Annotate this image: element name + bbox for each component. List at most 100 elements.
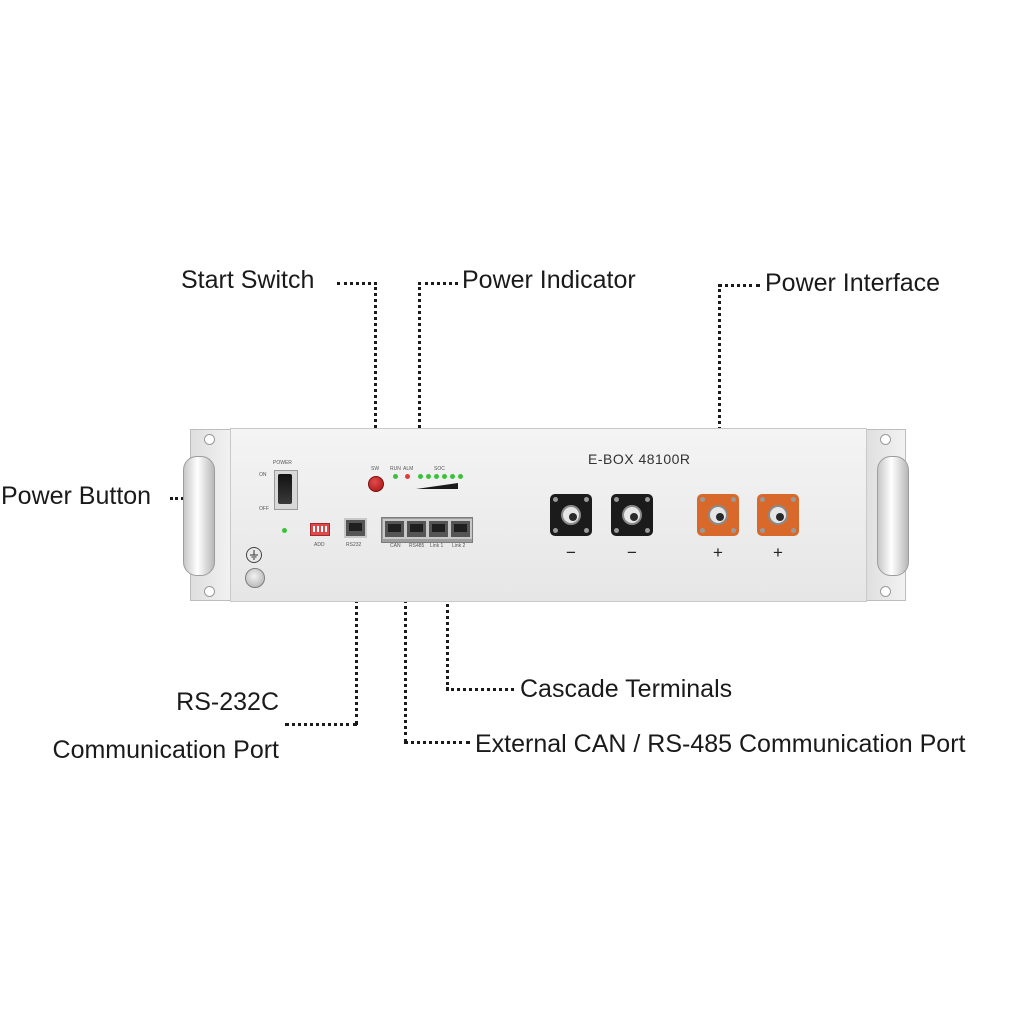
- terminal-socket: [768, 505, 788, 525]
- rs232-port-label: RS232: [346, 542, 362, 548]
- terminal-screw: [645, 497, 650, 502]
- rs232-port-socket: [349, 523, 362, 531]
- soc-ramp-graphic: [416, 483, 458, 489]
- negative-terminal-1[interactable]: [550, 494, 592, 536]
- start-switch-leader-h: [337, 282, 377, 285]
- run-label: RUN: [390, 466, 401, 472]
- can-port-label: CAN: [390, 543, 401, 549]
- rs232-label: RS-232C Communication Port: [27, 687, 279, 765]
- terminal-screw: [760, 528, 765, 533]
- terminal-screw: [791, 497, 796, 502]
- left-handle[interactable]: [183, 456, 215, 576]
- cascade-terminals-label: Cascade Terminals: [520, 675, 733, 703]
- dip-bar-3: [321, 526, 323, 532]
- add-label: ADD: [314, 542, 325, 548]
- polarity-mark-3: +: [713, 543, 723, 562]
- soc-led-1: [418, 474, 423, 479]
- power-interface-label: Power Interface: [765, 269, 941, 297]
- dip-bar-2: [317, 526, 319, 532]
- rs485-port[interactable]: [405, 519, 428, 539]
- run-led: [393, 474, 398, 479]
- power-interface-leader-v: [718, 284, 721, 484]
- link1-port-socket: [432, 524, 445, 532]
- soc-led-5: [450, 474, 455, 479]
- dip-bar-4: [325, 526, 327, 532]
- link2-port-label: Link 2: [452, 543, 466, 549]
- ground-bolt: [245, 568, 265, 588]
- rs232-label-line1: RS-232C: [176, 688, 279, 716]
- positive-terminal-1[interactable]: [697, 494, 739, 536]
- address-dip-switch[interactable]: [310, 523, 330, 536]
- power-indicator-leader-h: [418, 282, 458, 285]
- rs485-port-socket: [410, 524, 423, 532]
- power-button[interactable]: [278, 474, 292, 504]
- soc-led-3: [434, 474, 439, 479]
- cascade-leader-v: [446, 545, 449, 690]
- alm-label: ALM: [403, 466, 414, 472]
- terminal-screw: [700, 528, 705, 533]
- start-switch-leader-v: [374, 282, 377, 470]
- rs232-port[interactable]: [344, 518, 367, 538]
- cascade-leader-h: [446, 688, 514, 691]
- soc-led-2: [426, 474, 431, 479]
- off-label: OFF: [259, 506, 269, 512]
- power-indicator-label: Power Indicator: [462, 266, 636, 294]
- power-indicator-leader-v: [418, 282, 421, 470]
- sw-label: SW: [371, 466, 380, 472]
- left-ear-hole-bottom: [204, 586, 215, 597]
- external-leader-h: [404, 741, 470, 744]
- negative-terminal-2[interactable]: [611, 494, 653, 536]
- soc-led-4: [442, 474, 447, 479]
- terminal-screw: [791, 528, 796, 533]
- right-handle[interactable]: [877, 456, 909, 576]
- terminal-screw: [584, 528, 589, 533]
- rs232-label-line2: Communication Port: [52, 736, 279, 764]
- terminal-pin: [569, 513, 577, 521]
- link2-port-socket: [454, 524, 467, 532]
- terminal-screw: [614, 528, 619, 533]
- start-switch-label: Start Switch: [181, 266, 315, 294]
- terminal-screw: [700, 497, 705, 502]
- link1-port[interactable]: [427, 519, 450, 539]
- terminal-screw: [760, 497, 765, 502]
- terminal-screw: [731, 528, 736, 533]
- terminal-socket: [561, 505, 581, 525]
- rs485-port-label: RS485: [409, 543, 425, 549]
- can-port-socket: [388, 524, 401, 532]
- dip-bar-1: [313, 526, 315, 532]
- positive-terminal-2[interactable]: [757, 494, 799, 536]
- terminal-screw: [731, 497, 736, 502]
- external-port-label: External CAN / RS-485 Communication Port: [475, 730, 966, 758]
- power-button-label: Power Button: [1, 482, 152, 510]
- terminal-pin: [630, 513, 638, 521]
- link2-port[interactable]: [449, 519, 472, 539]
- terminal-screw: [584, 497, 589, 502]
- terminal-screw: [553, 497, 558, 502]
- model-name: E-BOX 48100R: [588, 451, 691, 467]
- right-ear-hole-top: [880, 434, 891, 445]
- terminal-pin: [716, 513, 724, 521]
- start-switch[interactable]: [368, 476, 384, 492]
- external-leader-v: [404, 545, 407, 743]
- ground-icon: [246, 547, 262, 563]
- on-label: ON: [259, 472, 267, 478]
- polarity-mark-4: +: [773, 543, 783, 562]
- terminal-screw: [614, 497, 619, 502]
- terminal-screw: [645, 528, 650, 533]
- terminal-socket: [708, 505, 728, 525]
- can-port[interactable]: [383, 519, 406, 539]
- polarity-mark-1: −: [566, 543, 576, 562]
- terminal-socket: [622, 505, 642, 525]
- rs232-leader-h: [285, 723, 357, 726]
- link1-port-label: Link 1: [430, 543, 444, 549]
- polarity-mark-2: −: [627, 543, 637, 562]
- power-led: [282, 528, 287, 533]
- terminal-pin: [776, 513, 784, 521]
- soc-led-6: [458, 474, 463, 479]
- left-ear-hole-top: [204, 434, 215, 445]
- power-switch-label: POWER: [273, 460, 292, 466]
- rs232-leader-v: [355, 545, 358, 725]
- terminal-screw: [553, 528, 558, 533]
- soc-label: SOC: [434, 466, 445, 472]
